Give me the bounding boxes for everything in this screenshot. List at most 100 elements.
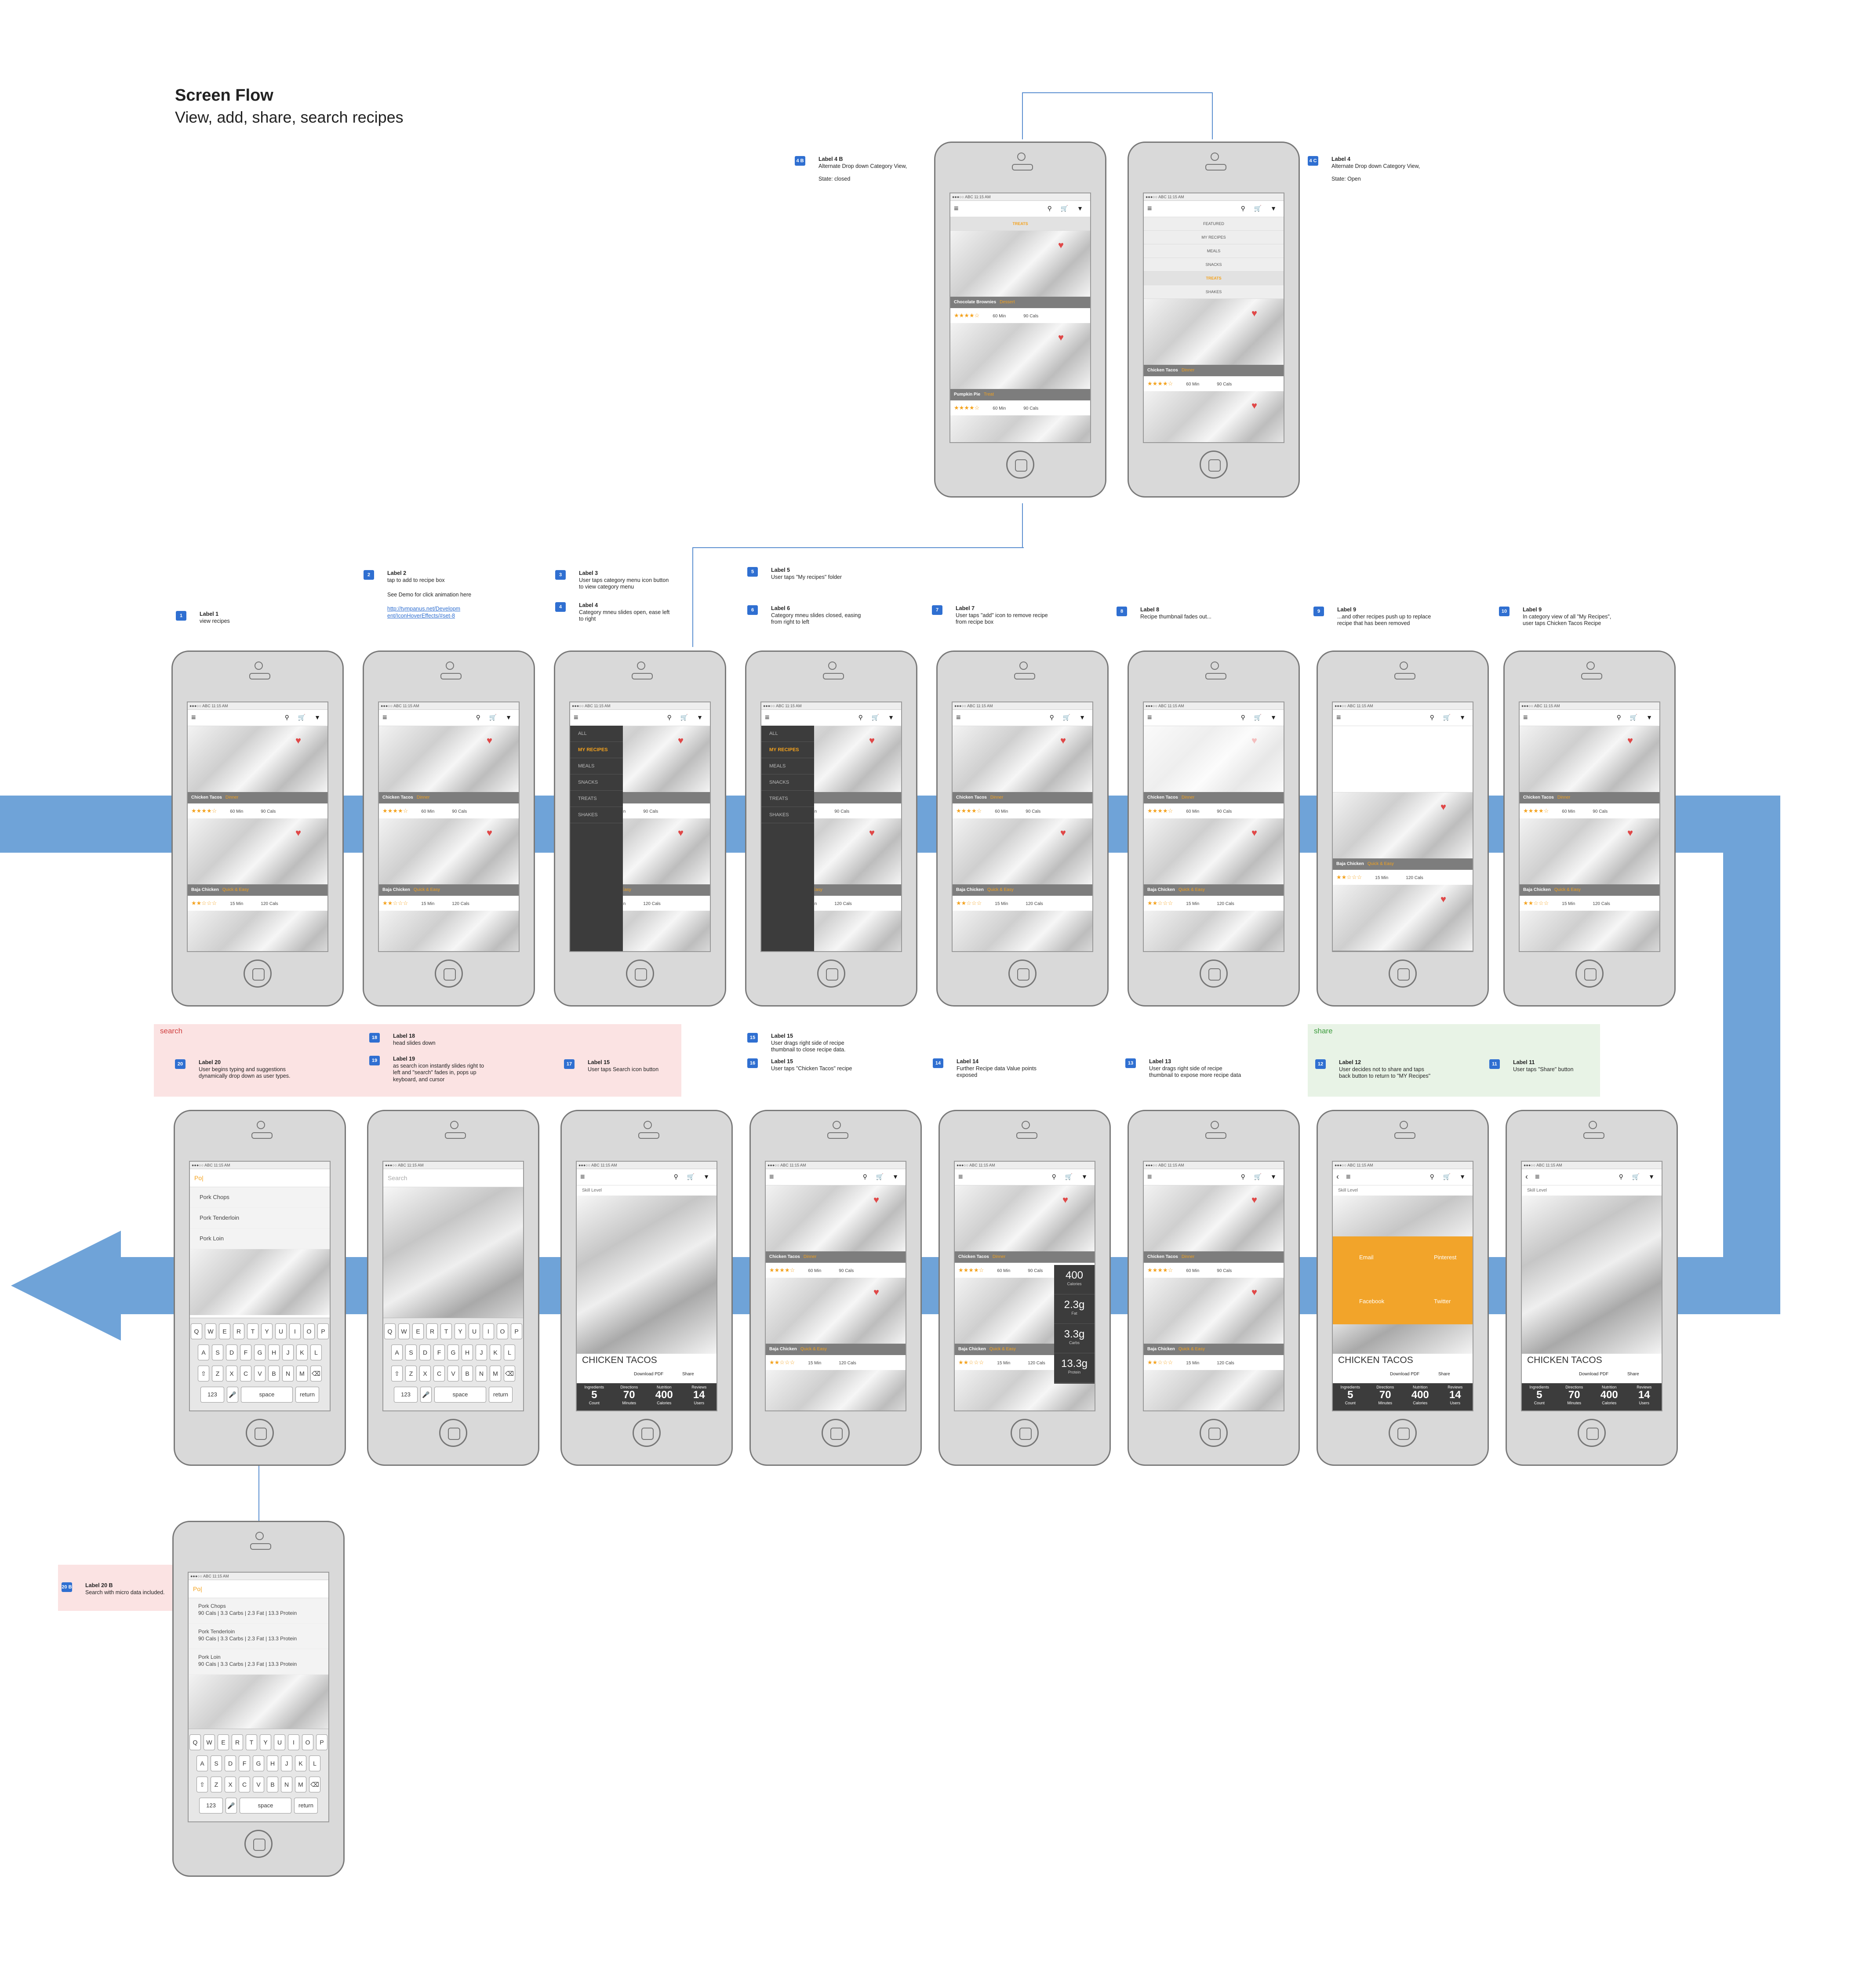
menu-icon[interactable]: ≡ bbox=[769, 1172, 774, 1181]
heart-icon[interactable]: ♥ bbox=[1058, 240, 1064, 251]
key[interactable]: X bbox=[419, 1366, 431, 1381]
heart-icon[interactable]: ♥ bbox=[1251, 827, 1257, 838]
key[interactable]: ⇧ bbox=[198, 1366, 209, 1381]
key[interactable]: F bbox=[239, 1755, 250, 1771]
recipe-thumbnail[interactable]: ♥ bbox=[950, 231, 1090, 297]
home-button[interactable] bbox=[439, 1419, 467, 1447]
home-button[interactable] bbox=[244, 959, 272, 988]
share-link[interactable]: Share bbox=[1438, 1372, 1450, 1377]
key[interactable]: M bbox=[490, 1366, 501, 1381]
key[interactable]: A bbox=[391, 1345, 403, 1360]
key[interactable]: U bbox=[275, 1323, 287, 1339]
recipe-thumbnail[interactable]: ♥ bbox=[1333, 792, 1473, 858]
key[interactable]: B bbox=[268, 1366, 280, 1381]
home-button[interactable] bbox=[1008, 959, 1037, 988]
recipe-thumbnail[interactable] bbox=[379, 911, 519, 951]
drawer-item[interactable]: MY RECIPES bbox=[761, 742, 814, 758]
key[interactable]: L bbox=[310, 1345, 322, 1360]
toolbar-icons[interactable]: ⚲ 🛒 ▼ bbox=[1616, 714, 1656, 721]
key[interactable]: R bbox=[232, 1734, 243, 1750]
key[interactable]: H bbox=[267, 1755, 278, 1771]
key[interactable]: V bbox=[254, 1366, 266, 1381]
key[interactable]: P bbox=[317, 1323, 329, 1339]
toolbar-icons[interactable]: ⚲ 🛒 ▼ bbox=[667, 714, 706, 721]
toolbar-icons[interactable]: ⚲ 🛒 ▼ bbox=[1240, 1173, 1280, 1180]
drop-item[interactable]: SNACKS bbox=[1144, 258, 1284, 272]
key-mic[interactable]: 🎤 bbox=[227, 1387, 238, 1403]
share-link[interactable]: Share bbox=[682, 1372, 694, 1377]
drop-item[interactable]: TREATS bbox=[1144, 272, 1284, 285]
menu-icon[interactable]: ≡ bbox=[1147, 204, 1152, 213]
menu-icon[interactable]: ≡ bbox=[1535, 1172, 1540, 1181]
key[interactable]: S bbox=[405, 1345, 417, 1360]
key[interactable]: W bbox=[205, 1323, 216, 1339]
heart-icon[interactable]: ♥ bbox=[1062, 1194, 1068, 1205]
recipe-thumbnail[interactable] bbox=[1144, 1370, 1284, 1410]
key[interactable]: E bbox=[218, 1734, 229, 1750]
key[interactable]: O bbox=[497, 1323, 508, 1339]
heart-icon[interactable]: ♥ bbox=[873, 1287, 879, 1297]
key[interactable]: P bbox=[511, 1323, 522, 1339]
drawer-item[interactable]: TREATS bbox=[570, 791, 623, 807]
home-button[interactable] bbox=[1389, 959, 1417, 988]
key[interactable]: M bbox=[295, 1777, 306, 1792]
heart-icon[interactable]: ♥ bbox=[486, 827, 492, 838]
recipe-thumbnail[interactable]: ♥ bbox=[955, 1185, 1095, 1251]
home-button[interactable] bbox=[1578, 1419, 1606, 1447]
key-space[interactable]: space bbox=[434, 1387, 486, 1403]
heart-icon[interactable]: ♥ bbox=[1251, 1194, 1257, 1205]
drop-item[interactable]: MEALS bbox=[1144, 244, 1284, 258]
search-field[interactable]: Search bbox=[383, 1169, 523, 1187]
heart-icon[interactable]: ♥ bbox=[295, 735, 301, 746]
toolbar-icons[interactable]: ⚲ 🛒 ▼ bbox=[1430, 1173, 1469, 1180]
heart-icon[interactable]: ♥ bbox=[1627, 827, 1633, 838]
menu-icon[interactable]: ≡ bbox=[954, 204, 959, 213]
key[interactable]: N bbox=[281, 1777, 292, 1792]
recipe-thumbnail[interactable]: ♥ bbox=[188, 818, 327, 884]
key-space[interactable]: space bbox=[241, 1387, 293, 1403]
heart-icon[interactable]: ♥ bbox=[1251, 400, 1257, 411]
menu-icon[interactable]: ≡ bbox=[1336, 713, 1341, 722]
key[interactable]: K bbox=[295, 1755, 306, 1771]
key[interactable]: Y bbox=[261, 1323, 273, 1339]
recipe-thumbnail[interactable] bbox=[1144, 911, 1284, 951]
key[interactable]: J bbox=[281, 1755, 292, 1771]
key[interactable]: I bbox=[288, 1734, 299, 1750]
key[interactable]: Q bbox=[191, 1323, 202, 1339]
key[interactable]: G bbox=[447, 1345, 459, 1360]
home-button[interactable] bbox=[1389, 1419, 1417, 1447]
drawer-item[interactable]: ALL bbox=[570, 726, 623, 742]
home-button[interactable] bbox=[1575, 959, 1604, 988]
key[interactable]: F bbox=[240, 1345, 251, 1360]
share-twitter-button[interactable]: Twitter bbox=[1434, 1298, 1451, 1305]
key[interactable]: Z bbox=[405, 1366, 417, 1381]
key-123[interactable]: 123 bbox=[200, 1387, 224, 1403]
menu-icon[interactable]: ≡ bbox=[382, 713, 387, 722]
heart-icon[interactable]: ♥ bbox=[677, 735, 684, 746]
key[interactable]: X bbox=[226, 1366, 237, 1381]
recipe-thumbnail[interactable]: ♥ bbox=[379, 818, 519, 884]
key[interactable]: O bbox=[303, 1323, 315, 1339]
key-mic[interactable]: 🎤 bbox=[420, 1387, 432, 1403]
key[interactable]: I bbox=[289, 1323, 301, 1339]
key[interactable]: ⌫ bbox=[310, 1366, 322, 1381]
home-button[interactable] bbox=[244, 1830, 273, 1858]
menu-icon[interactable]: ≡ bbox=[1346, 1172, 1351, 1181]
menu-icon[interactable]: ≡ bbox=[1147, 1172, 1152, 1181]
key[interactable]: ⇧ bbox=[391, 1366, 403, 1381]
toolbar-icons[interactable]: ⚲ 🛒 ▼ bbox=[1430, 714, 1469, 721]
key[interactable]: ⌫ bbox=[504, 1366, 515, 1381]
menu-icon[interactable]: ≡ bbox=[1523, 713, 1528, 722]
toolbar-icons[interactable]: ⚲ 🛒 ▼ bbox=[1051, 1173, 1091, 1180]
key[interactable]: V bbox=[253, 1777, 264, 1792]
key-mic[interactable]: 🎤 bbox=[226, 1798, 237, 1814]
heart-icon[interactable]: ♥ bbox=[873, 1194, 879, 1205]
menu-icon[interactable]: ≡ bbox=[580, 1172, 585, 1181]
